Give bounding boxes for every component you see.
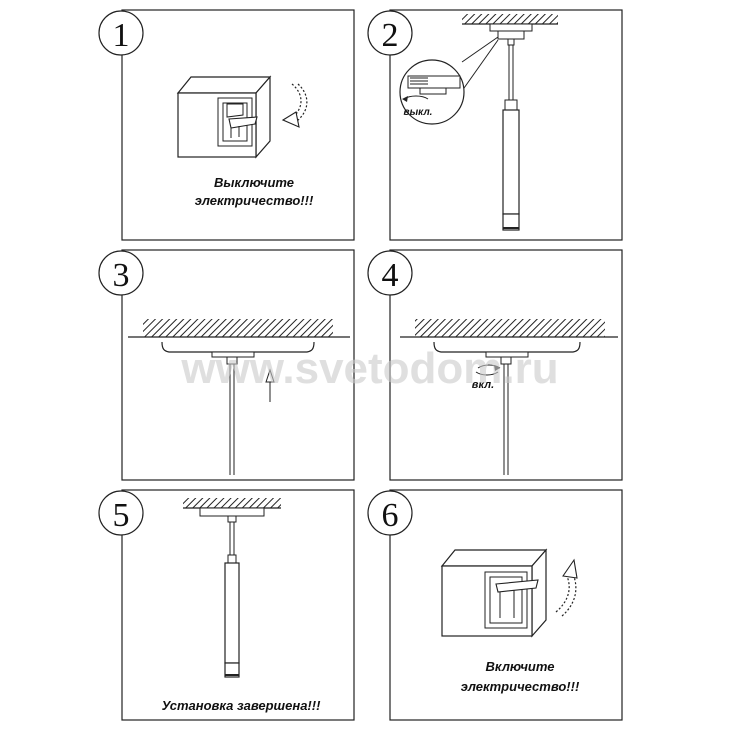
ceiling-with-track (128, 319, 350, 475)
rotate-up-arrow-icon (555, 558, 578, 617)
step-1-number: 1 (113, 17, 130, 54)
switch-off-callout: выкл. (399, 36, 499, 125)
step-6-caption-line-2: электричество!!! (461, 679, 580, 694)
rotate-on-arrow-icon (475, 364, 501, 376)
step-4-callout-label: вкл. (472, 379, 494, 391)
step-1-number-circle (98, 10, 144, 56)
ceiling-with-track-locked (400, 319, 618, 475)
step-3-number-circle (98, 250, 144, 296)
step-3-frame (121, 249, 355, 481)
step-1-panel: 1 Выключите электричество!!! (98, 9, 355, 241)
rotate-down-arrow-icon (281, 83, 308, 128)
step-4-number: 4 (382, 257, 399, 294)
step-4-frame (389, 249, 623, 481)
installed-lamp (183, 498, 281, 678)
step-2-callout-label: выкл. (404, 107, 433, 118)
step-5-number-circle (98, 490, 144, 536)
step-5-number: 5 (113, 497, 130, 534)
step-6-number: 6 (382, 497, 399, 534)
step-6-panel: 6 Включите электричество!!! (367, 489, 623, 721)
step-4-panel: 4 вкл. (367, 249, 623, 481)
up-arrow-icon (265, 368, 275, 402)
step-3-panel: 3 (98, 249, 355, 481)
step-5-panel: 5 Установка завершена!!! (98, 489, 355, 721)
step-1-caption-line-2: электричество!!! (195, 193, 314, 208)
step-2-number-circle (367, 10, 413, 56)
step-6-number-circle (367, 490, 413, 536)
step-6-caption-line-1: Включите (486, 659, 555, 674)
step-3-number: 3 (113, 257, 130, 294)
watermark: www.svetodom.ru (180, 344, 558, 393)
step-5-caption: Установка завершена!!! (162, 698, 322, 713)
step-4-number-circle (367, 250, 413, 296)
step-1-caption-line-1: Выключите (214, 175, 294, 190)
step-2-panel: 2 выкл. (367, 9, 623, 241)
light-switch-off-icon (176, 75, 272, 159)
light-switch-on-icon (440, 548, 548, 638)
step-2-number: 2 (382, 17, 399, 54)
ceiling-with-lamp (462, 14, 558, 231)
